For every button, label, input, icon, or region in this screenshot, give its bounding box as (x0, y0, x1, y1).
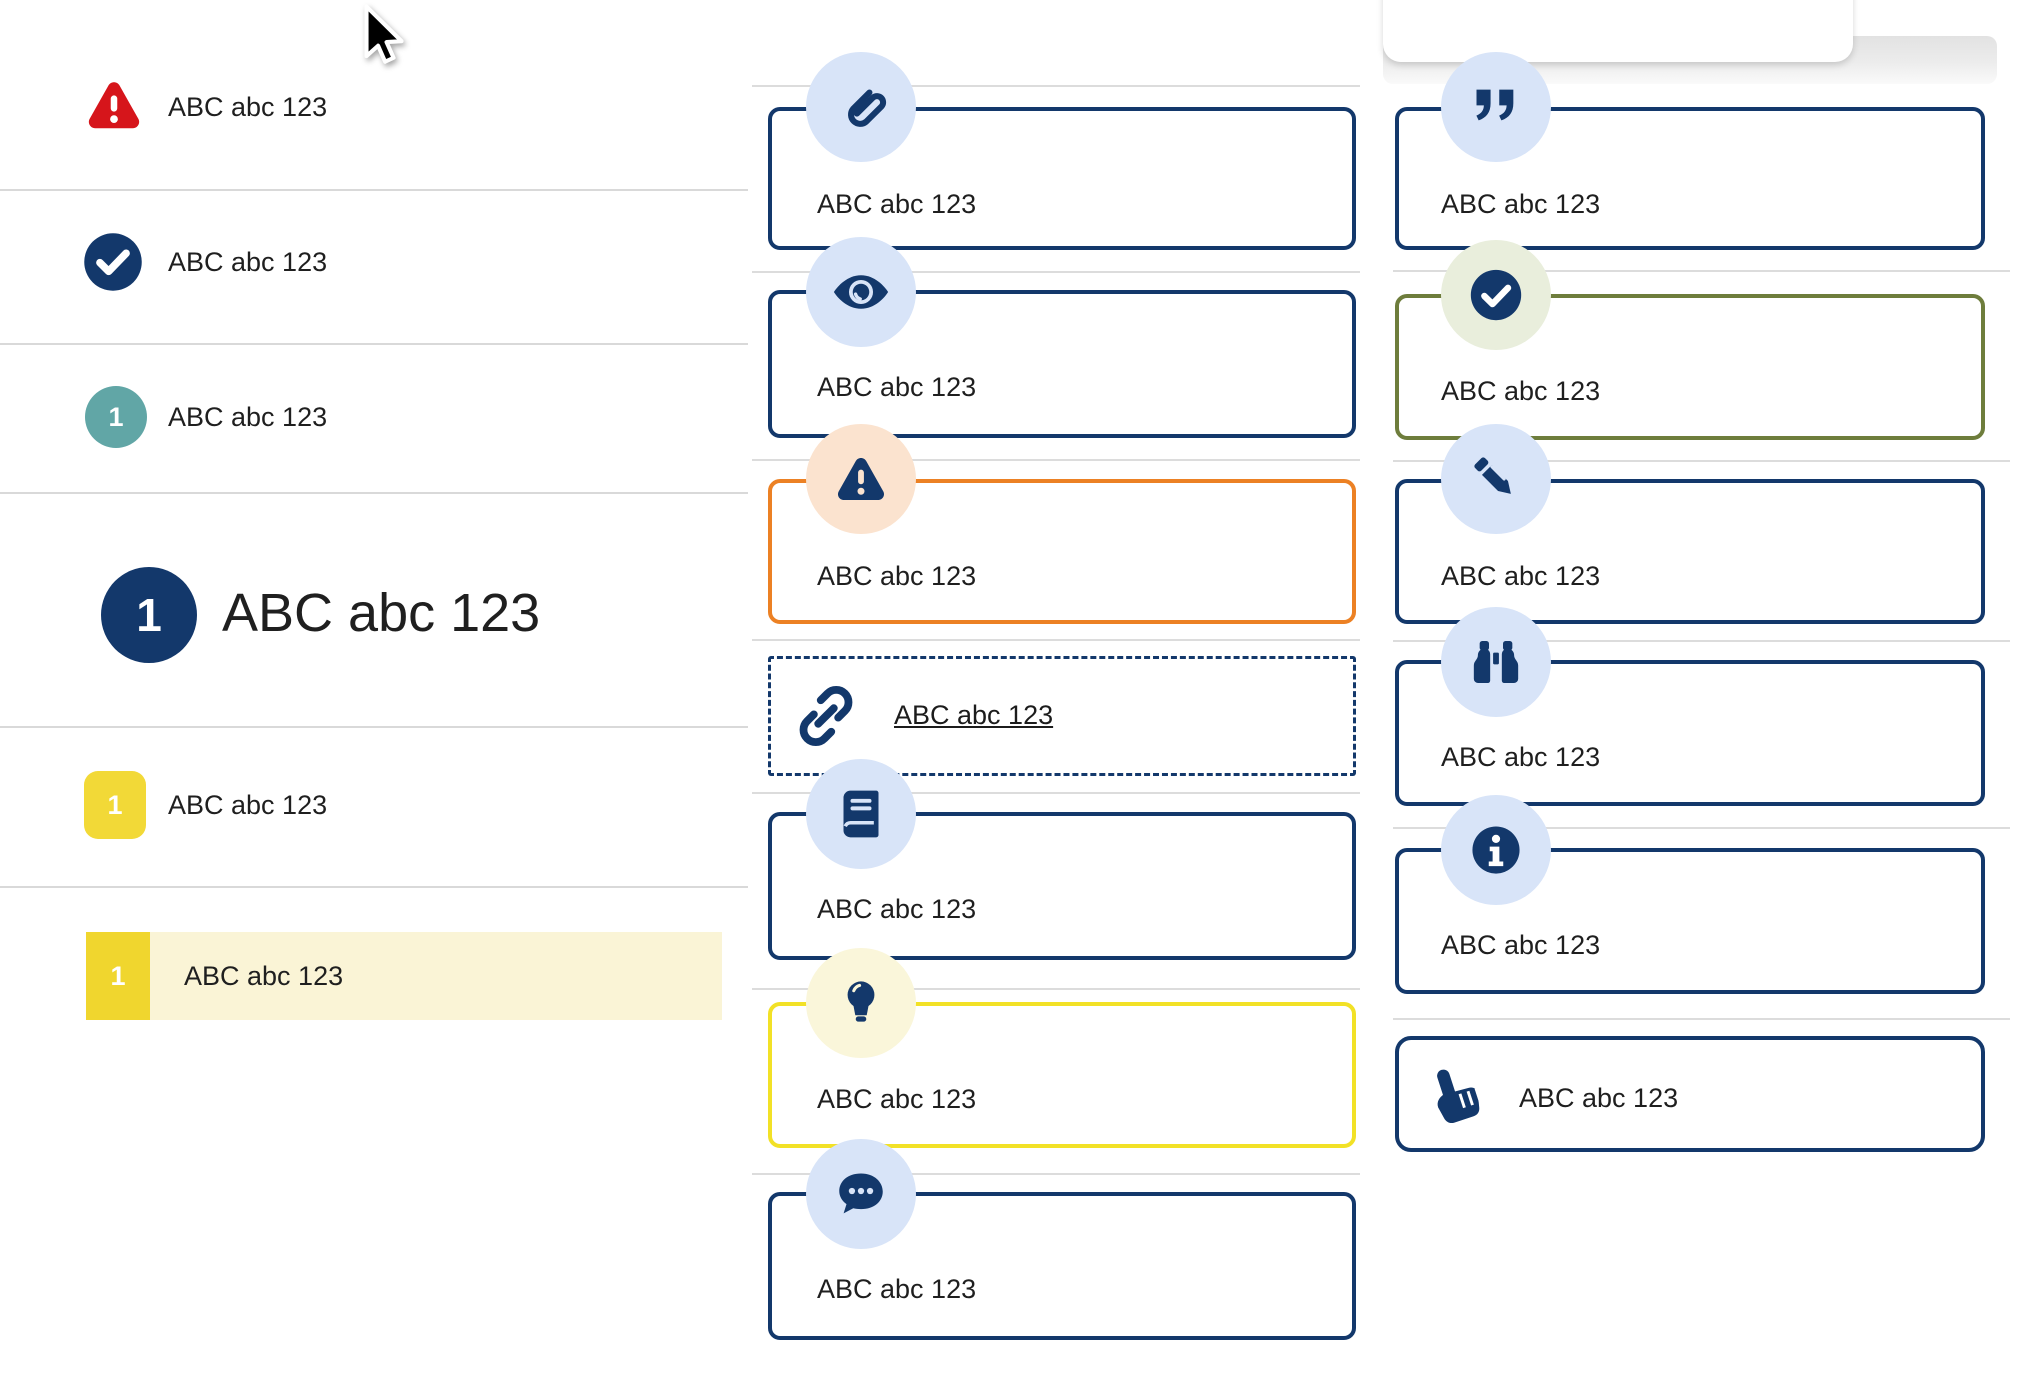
number-badge-large: 1 (101, 567, 197, 663)
callout-label: ABC abc 123 (1519, 1083, 1679, 1113)
info-icon (1441, 795, 1551, 905)
scrolled-card (1383, 0, 1853, 62)
list-item-label: ABC abc 123 (168, 402, 328, 432)
action-callout[interactable]: ABC abc 123 (1395, 1036, 1985, 1152)
mouse-cursor (352, 0, 410, 76)
row-separator (1393, 827, 2010, 829)
divider (0, 343, 748, 345)
list-item-label: ABC abc 123 (168, 247, 328, 277)
check-circle-icon (83, 232, 143, 292)
callout-label: ABC abc 123 (1441, 742, 1601, 772)
row-separator (752, 459, 1360, 461)
row-separator (752, 988, 1360, 990)
row-separator (1393, 1018, 2010, 1020)
divider (0, 189, 748, 191)
number-badge: 1 (85, 386, 147, 448)
row-separator (1393, 460, 2010, 462)
divider (0, 492, 748, 494)
callout-link[interactable]: ABC abc 123 (894, 700, 1054, 730)
list-item-label: ABC abc 123 (168, 92, 328, 122)
row-separator (752, 792, 1360, 794)
warning-triangle-icon (806, 424, 916, 534)
chat-icon (806, 1139, 916, 1249)
paperclip-icon (806, 52, 916, 162)
divider (0, 726, 748, 728)
pencil-icon (1441, 424, 1551, 534)
binoculars-icon (1441, 607, 1551, 717)
row-separator (752, 271, 1360, 273)
callout-label: ABC abc 123 (1441, 189, 1601, 219)
book-icon (806, 759, 916, 869)
callout-label: ABC abc 123 (817, 1084, 977, 1114)
list-item-label: ABC abc 123 (168, 790, 328, 820)
callout-label: ABC abc 123 (817, 189, 977, 219)
row-separator (1393, 270, 2010, 272)
callout-label: ABC abc 123 (817, 1274, 977, 1304)
divider (0, 886, 748, 888)
callout-label: ABC abc 123 (1441, 930, 1601, 960)
check-circle-icon (1441, 240, 1551, 350)
quote-icon (1441, 52, 1551, 162)
lightbulb-icon (806, 948, 916, 1058)
row-separator (752, 1173, 1360, 1175)
link-callout (768, 656, 1356, 776)
row-separator (1393, 640, 2010, 642)
callout-label: ABC abc 123 (817, 561, 977, 591)
row-separator (752, 639, 1360, 641)
section-heading: ABC abc 123 (222, 583, 541, 643)
hand-pointer-icon (1425, 1058, 1495, 1128)
callout-label: ABC abc 123 (1441, 561, 1601, 591)
link-icon (790, 680, 862, 752)
warning-triangle-icon (84, 76, 144, 136)
list-item-label: ABC abc 123 (184, 961, 344, 991)
highlighted-list-row (86, 932, 722, 1020)
callout-label: ABC abc 123 (1441, 376, 1601, 406)
eye-icon (806, 237, 916, 347)
row-separator (752, 85, 1360, 87)
number-badge-yellow: 1 (86, 932, 150, 1020)
callout-label: ABC abc 123 (817, 894, 977, 924)
callout-label: ABC abc 123 (817, 372, 977, 402)
number-badge-yellow: 1 (84, 771, 146, 839)
